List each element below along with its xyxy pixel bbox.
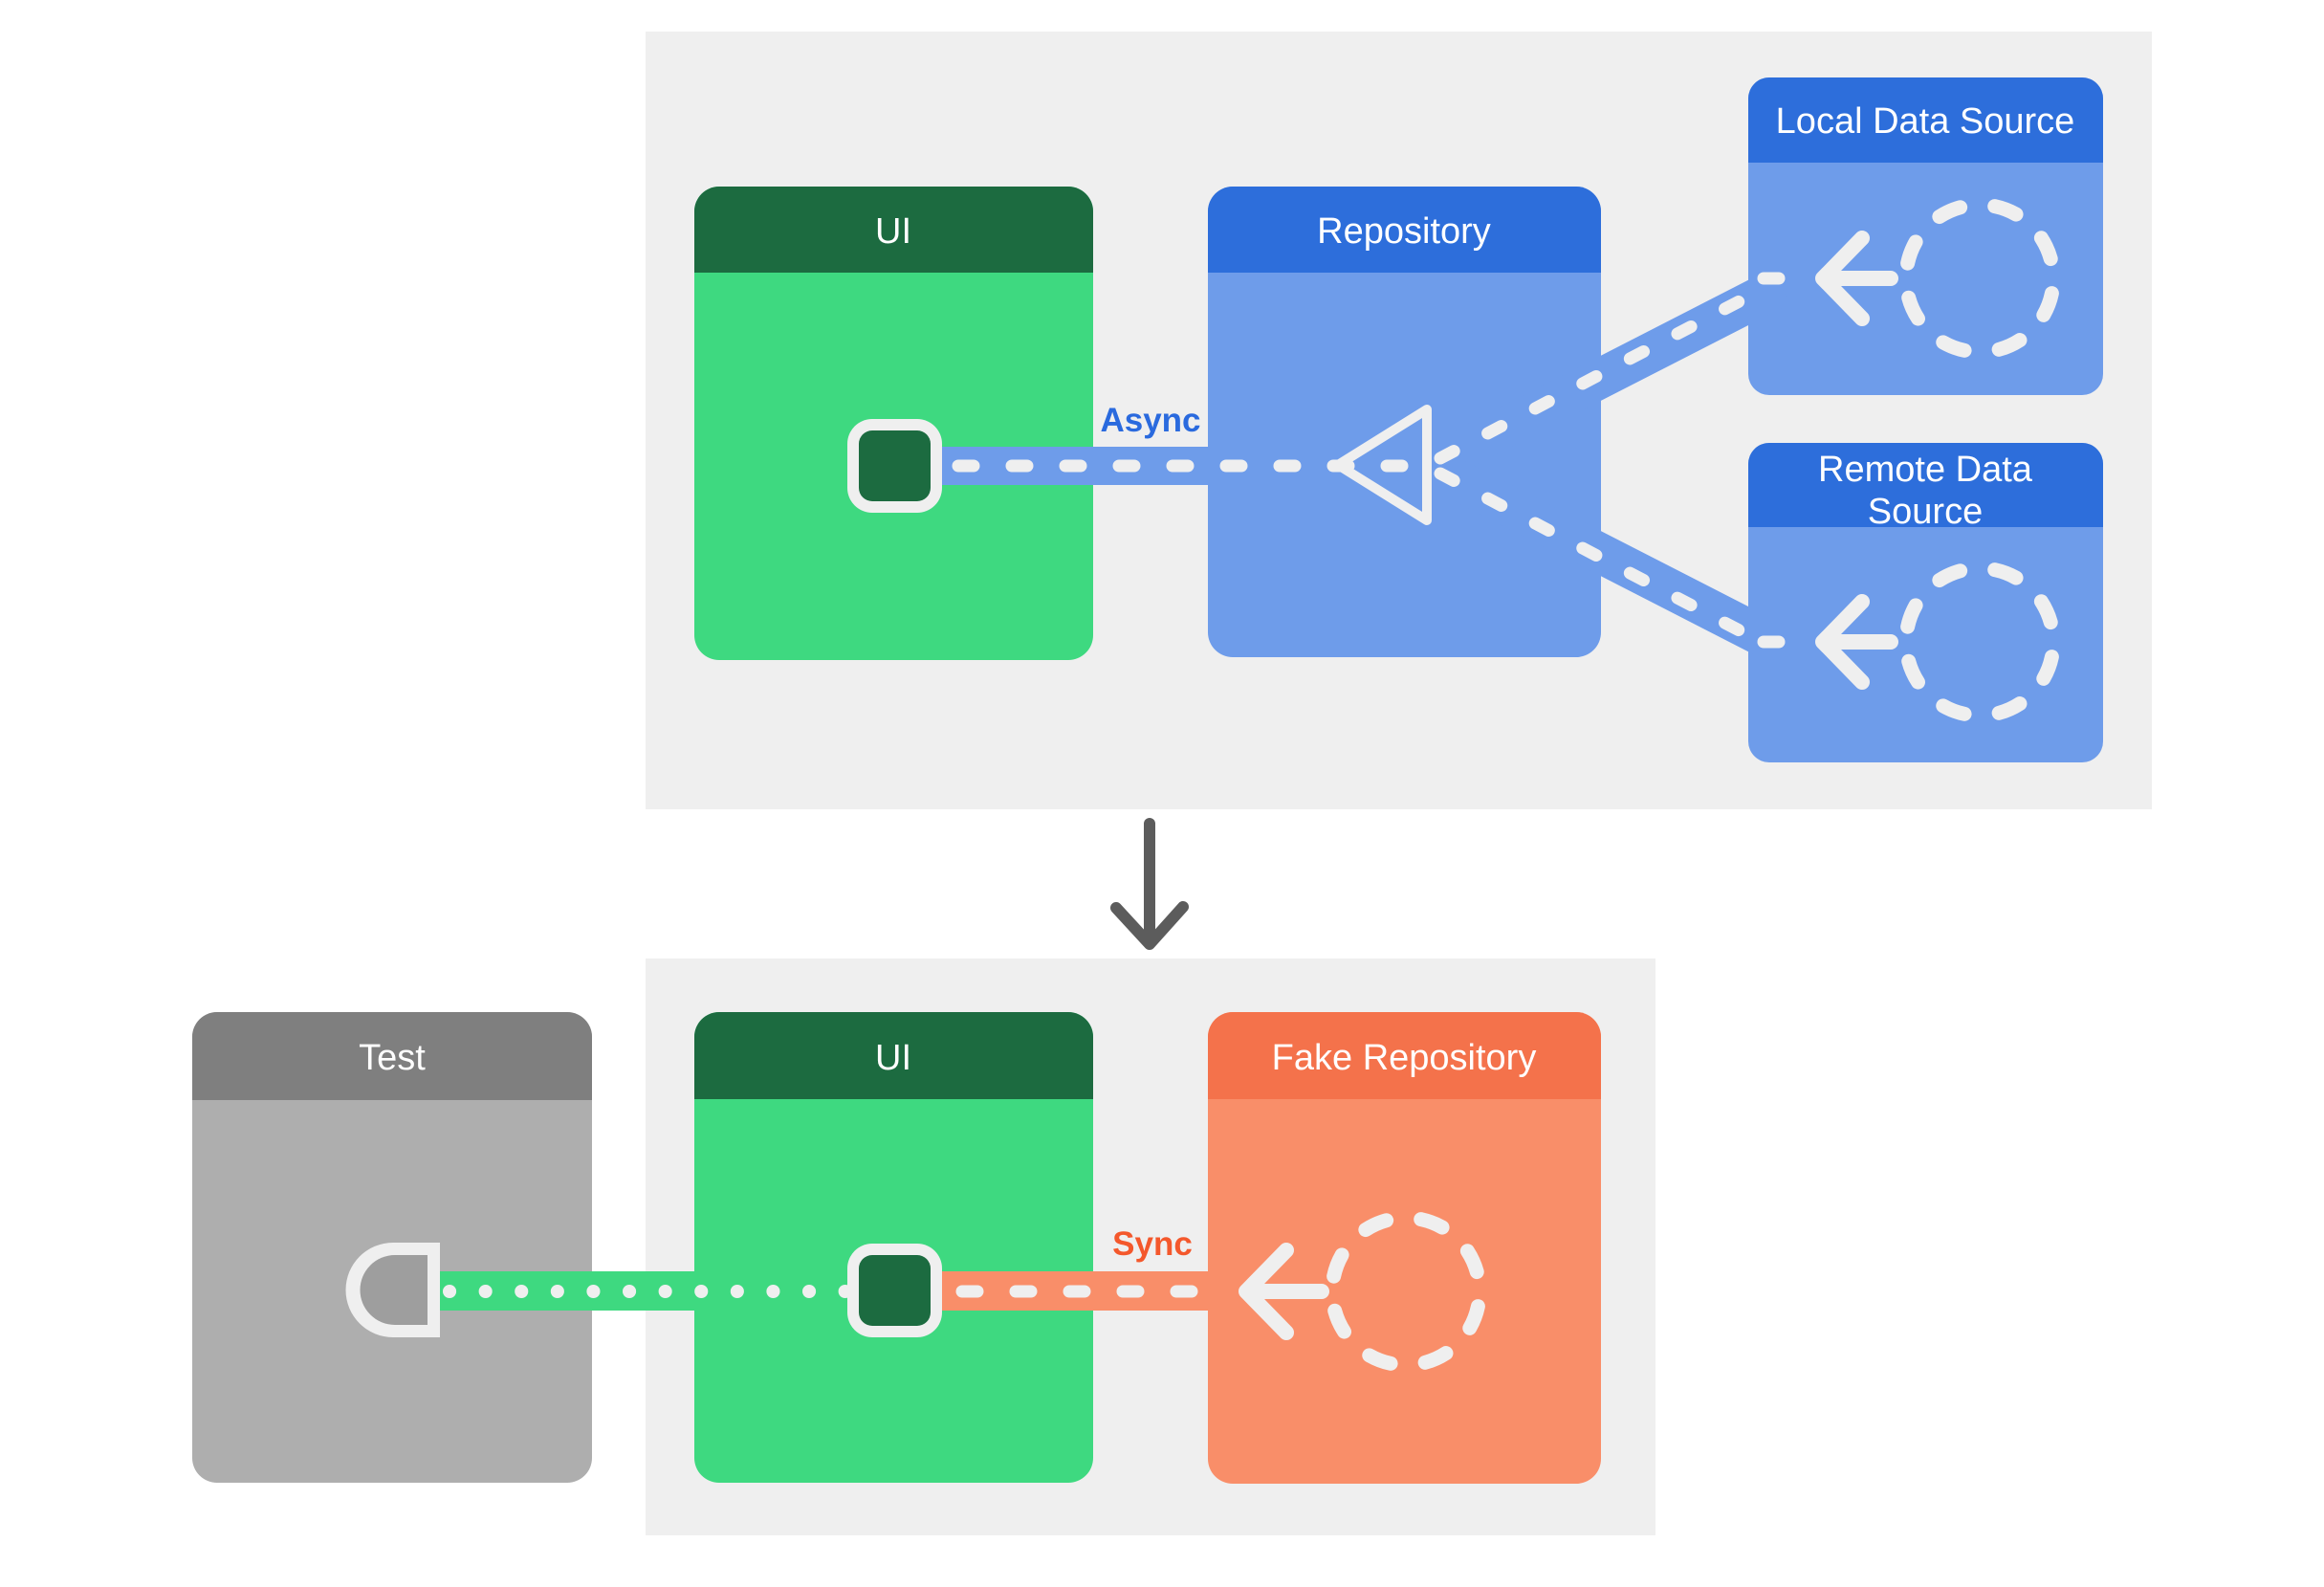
remote-data-source-flow xyxy=(1815,561,2061,723)
async-dashed-line-lower-diagonal xyxy=(1434,467,1757,643)
remote-data-source-header-square xyxy=(1748,483,2103,527)
test-socket-icon xyxy=(345,1243,440,1337)
fake-repository-label: Fake Repository xyxy=(1272,1038,1537,1078)
async-dashed-line-upper-diagonal xyxy=(1434,289,1757,465)
test-box-header-square xyxy=(192,1062,592,1100)
local-dashed-circle-icon xyxy=(1898,197,2061,360)
ui-box-bottom-header-square xyxy=(694,1061,1093,1099)
remote-dashed-circle-icon xyxy=(1898,561,2061,723)
local-data-source-box: Local Data Source xyxy=(1748,77,2103,395)
fake-repository-box: Fake Repository xyxy=(1208,1012,1601,1484)
ui-connector-square-bottom-fill xyxy=(859,1255,931,1326)
ui-connector-square-bottom xyxy=(847,1244,942,1337)
fake-repository-body xyxy=(1208,1012,1601,1484)
remote-data-source-label-line2: Source xyxy=(1868,492,1983,532)
local-data-source-label: Local Data Source xyxy=(1776,101,2075,142)
down-arrow-icon xyxy=(1110,818,1189,950)
ui-box-top-header-square xyxy=(694,234,1093,273)
ui-box-top-label: UI xyxy=(875,211,911,252)
test-box-label: Test xyxy=(359,1038,426,1078)
remote-data-source-label-line1: Remote Data xyxy=(1818,450,2033,490)
local-data-source-header-square xyxy=(1748,124,2103,163)
fake-repository-flow xyxy=(1239,1210,1487,1373)
down-arrow-head xyxy=(1110,901,1189,950)
fake-repository-header-square xyxy=(1208,1061,1601,1099)
fake-repository-dashed-circle-icon xyxy=(1325,1210,1487,1373)
repository-box-label: Repository xyxy=(1317,211,1491,252)
async-label: Async xyxy=(1100,402,1200,439)
ui-box-bottom-label: UI xyxy=(875,1038,911,1078)
sync-band-green xyxy=(432,1271,847,1311)
ui-connector-square-top-fill xyxy=(859,430,931,501)
repository-box-header-square xyxy=(1208,234,1601,273)
local-data-source-flow xyxy=(1815,197,2061,360)
test-socket-fill xyxy=(360,1255,428,1325)
sync-label: Sync xyxy=(1112,1225,1193,1263)
ui-connector-square-top xyxy=(847,419,942,513)
repository-triangle-icon xyxy=(1333,405,1432,525)
